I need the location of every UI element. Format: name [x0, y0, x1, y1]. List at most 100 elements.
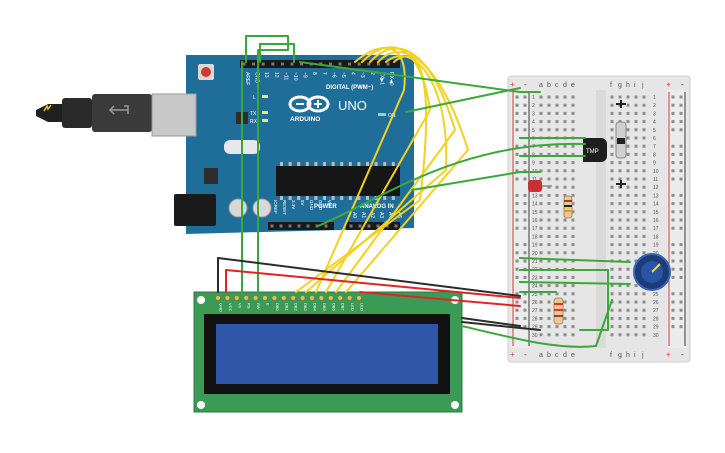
breadboard-hole[interactable] [547, 152, 551, 156]
rail-hole[interactable] [523, 128, 527, 132]
rail-hole[interactable] [515, 95, 519, 99]
breadboard-hole[interactable] [634, 210, 638, 214]
rail-hole[interactable] [671, 218, 675, 222]
breadboard-hole[interactable] [634, 144, 638, 148]
breadboard-hole[interactable] [571, 185, 575, 189]
breadboard-hole[interactable] [626, 300, 630, 304]
breadboard-hole[interactable] [563, 316, 567, 320]
header-pin[interactable] [270, 224, 274, 228]
breadboard-hole[interactable] [642, 169, 646, 173]
breadboard-hole[interactable] [642, 218, 646, 222]
rail-hole[interactable] [671, 128, 675, 132]
breadboard-hole[interactable] [642, 316, 646, 320]
breadboard-hole[interactable] [571, 234, 575, 238]
rail-hole[interactable] [671, 292, 675, 296]
breadboard-hole[interactable] [618, 202, 622, 206]
breadboard-hole[interactable] [634, 202, 638, 206]
breadboard-hole[interactable] [555, 103, 559, 107]
breadboard-hole[interactable] [539, 259, 543, 263]
rail-hole[interactable] [515, 325, 519, 329]
rail-hole[interactable] [523, 177, 527, 181]
breadboard-hole[interactable] [563, 120, 567, 124]
breadboard-hole[interactable] [618, 210, 622, 214]
rail-hole[interactable] [515, 152, 519, 156]
breadboard-hole[interactable] [634, 218, 638, 222]
rail-hole[interactable] [671, 325, 675, 329]
breadboard-hole[interactable] [610, 308, 614, 312]
breadboard-hole[interactable] [626, 185, 630, 189]
breadboard-hole[interactable] [618, 316, 622, 320]
breadboard-hole[interactable] [555, 234, 559, 238]
breadboard-hole[interactable] [642, 251, 646, 255]
breadboard-hole[interactable] [539, 128, 543, 132]
lcd-pin[interactable] [271, 295, 278, 301]
rail-hole[interactable] [523, 210, 527, 214]
breadboard-hole[interactable] [555, 177, 559, 181]
lcd-pin[interactable] [215, 295, 221, 301]
breadboard-hole[interactable] [571, 300, 575, 304]
breadboard-hole[interactable] [610, 284, 614, 288]
breadboard-hole[interactable] [626, 120, 630, 124]
rail-hole[interactable] [679, 275, 683, 279]
breadboard-hole[interactable] [547, 111, 551, 115]
breadboard-hole[interactable] [555, 325, 559, 329]
breadboard-hole[interactable] [539, 152, 543, 156]
breadboard-hole[interactable] [626, 308, 630, 312]
breadboard-hole[interactable] [547, 193, 551, 197]
breadboard-hole[interactable] [610, 267, 614, 271]
breadboard-hole[interactable] [547, 95, 551, 99]
breadboard-hole[interactable] [634, 243, 638, 247]
rail-hole[interactable] [679, 325, 683, 329]
breadboard-hole[interactable] [539, 169, 543, 173]
breadboard-hole[interactable] [642, 226, 646, 230]
breadboard-hole[interactable] [610, 234, 614, 238]
breadboard-hole[interactable] [571, 144, 575, 148]
breadboard-hole[interactable] [539, 103, 543, 107]
breadboard-hole[interactable] [618, 111, 622, 115]
breadboard-hole[interactable] [642, 193, 646, 197]
breadboard-hole[interactable] [634, 316, 638, 320]
breadboard-hole[interactable] [634, 284, 638, 288]
rail-hole[interactable] [523, 120, 527, 124]
breadboard-hole[interactable] [634, 325, 638, 329]
breadboard-hole[interactable] [539, 300, 543, 304]
breadboard-hole[interactable] [642, 95, 646, 99]
lcd-pin[interactable] [346, 295, 353, 301]
breadboard-hole[interactable] [642, 128, 646, 132]
lcd-pin[interactable] [281, 295, 287, 301]
lcd-pin[interactable] [243, 295, 249, 301]
lcd-pin[interactable] [234, 295, 240, 301]
breadboard-hole[interactable] [555, 95, 559, 99]
breadboard-hole[interactable] [642, 111, 646, 115]
lcd-pin[interactable] [337, 295, 343, 301]
rail-hole[interactable] [679, 259, 683, 263]
breadboard-hole[interactable] [539, 308, 543, 312]
breadboard-hole[interactable] [571, 333, 575, 337]
rail-hole[interactable] [679, 120, 683, 124]
header-pin[interactable] [306, 224, 310, 228]
breadboard-hole[interactable] [626, 111, 630, 115]
breadboard-hole[interactable] [618, 325, 622, 329]
header-pin[interactable] [297, 224, 301, 228]
rail-hole[interactable] [671, 193, 675, 197]
rail-hole[interactable] [515, 300, 519, 304]
breadboard-hole[interactable] [634, 234, 638, 238]
breadboard-hole[interactable] [634, 136, 638, 140]
breadboard-hole[interactable] [555, 144, 559, 148]
breadboard-hole[interactable] [642, 234, 646, 238]
breadboard-hole[interactable] [618, 161, 622, 165]
breadboard-hole[interactable] [539, 292, 543, 296]
breadboard-hole[interactable] [571, 292, 575, 296]
breadboard-hole[interactable] [571, 275, 575, 279]
breadboard-hole[interactable] [571, 193, 575, 197]
breadboard-hole[interactable] [618, 169, 622, 173]
header-pin[interactable] [242, 62, 246, 66]
breadboard-hole[interactable] [547, 226, 551, 230]
breadboard-hole[interactable] [571, 169, 575, 173]
header-pin[interactable] [279, 224, 283, 228]
breadboard-hole[interactable] [539, 95, 543, 99]
breadboard-hole[interactable] [563, 185, 567, 189]
breadboard-hole[interactable] [539, 333, 543, 337]
breadboard-hole[interactable] [563, 161, 567, 165]
breadboard-hole[interactable] [555, 202, 559, 206]
